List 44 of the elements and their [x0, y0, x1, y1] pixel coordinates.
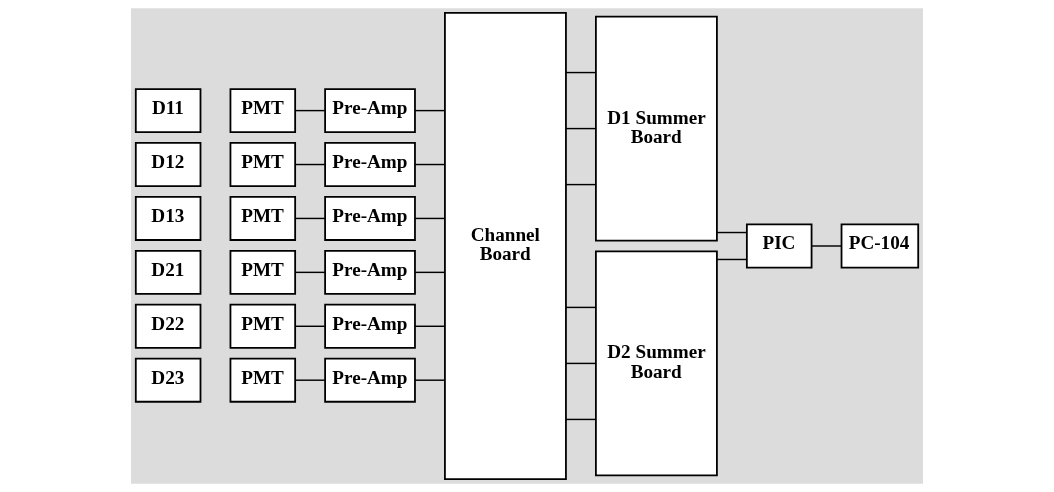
- connector: [414, 379, 446, 381]
- connector: [414, 271, 446, 274]
- connector: [565, 362, 597, 365]
- connector: [294, 379, 326, 381]
- connector: [294, 109, 326, 112]
- connector: [565, 418, 597, 421]
- connector: [294, 271, 326, 274]
- connector: [565, 183, 597, 186]
- node-box: Pre-Amp: [324, 249, 416, 295]
- connector: [414, 109, 446, 112]
- node-box: D13: [134, 195, 202, 241]
- node-box: PMT: [229, 142, 297, 187]
- node-box: Pre-Amp: [324, 357, 416, 403]
- node-box: PMT: [229, 249, 297, 295]
- node-box: D12: [134, 142, 202, 187]
- node-box: D11: [134, 88, 202, 134]
- node-box: Pre-Amp: [324, 303, 416, 349]
- connector: [414, 325, 446, 327]
- node-box: Pre-Amp: [324, 88, 416, 134]
- node-box: PIC: [745, 223, 813, 269]
- node-box: PC-104: [840, 223, 920, 269]
- node-box: PMT: [229, 88, 297, 134]
- connector: [565, 127, 597, 130]
- connector: [294, 217, 326, 220]
- node-box: D23: [134, 357, 202, 403]
- connector: [716, 231, 748, 234]
- node-box: PMT: [229, 303, 297, 349]
- connector: [565, 71, 597, 74]
- node-box: Pre-Amp: [324, 195, 416, 241]
- connector: [294, 163, 326, 166]
- connector: [414, 163, 446, 166]
- node-box: D1 Summer Board: [595, 15, 718, 242]
- node-box: D2 Summer Board: [595, 250, 718, 477]
- node-box: PMT: [229, 357, 297, 403]
- connector: [810, 245, 842, 247]
- connector: [565, 306, 597, 309]
- node-box: Channel Board: [444, 12, 567, 480]
- node-box: D21: [134, 249, 202, 295]
- node-box: Pre-Amp: [324, 142, 416, 187]
- node-box: PMT: [229, 195, 297, 241]
- connector: [414, 217, 446, 220]
- connector: [294, 325, 326, 327]
- connector: [716, 258, 748, 261]
- node-box: D22: [134, 303, 202, 349]
